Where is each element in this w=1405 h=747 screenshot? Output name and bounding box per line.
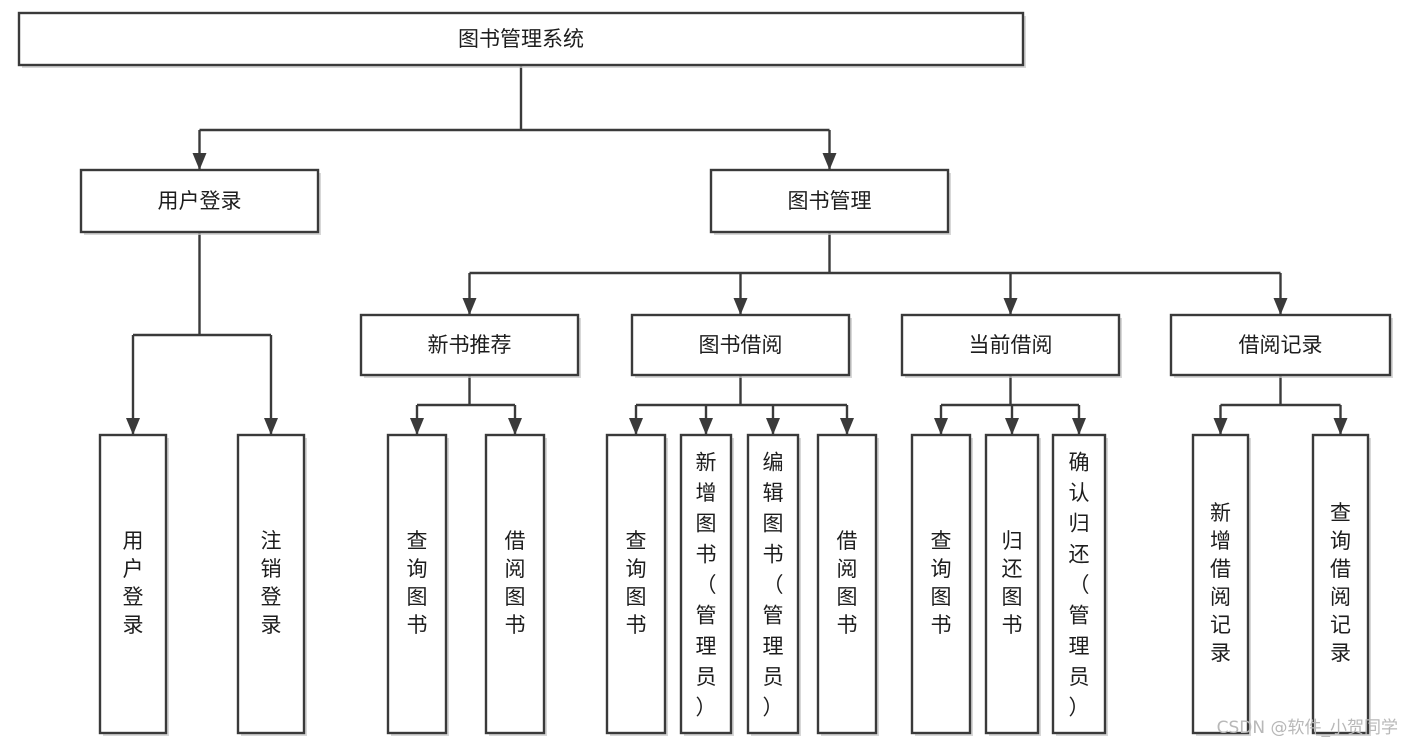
node-查询图书[interactable]: 查询图书	[910, 433, 973, 736]
node-借阅图书[interactable]: 借阅图书	[816, 433, 879, 736]
arrow-head-icon	[766, 418, 780, 435]
arrow-head-icon	[1005, 418, 1019, 435]
arrow-head-icon	[699, 418, 713, 435]
node-label: 借阅图书	[837, 529, 858, 637]
arrow-head-icon	[1213, 418, 1228, 435]
connectors-layer	[126, 65, 1348, 435]
node-新增图书管理员[interactable]: 新增图书（管理员）	[679, 433, 734, 736]
node-label: 确认归还（管理员）	[1069, 450, 1090, 719]
node-当前借阅[interactable]: 当前借阅	[900, 313, 1122, 378]
node-label: 当前借阅	[969, 333, 1053, 357]
arrow-head-icon	[822, 153, 837, 170]
arrow-head-icon	[1273, 298, 1288, 315]
nodes-layer: 图书管理系统用户登录图书管理新书推荐图书借阅当前借阅借阅记录用户登录注销登录查询…	[17, 11, 1393, 736]
node-label: 查询图书	[626, 529, 647, 637]
arrow-head-icon	[733, 298, 748, 315]
node-新书推荐[interactable]: 新书推荐	[359, 313, 581, 378]
node-用户登录[interactable]: 用户登录	[79, 168, 321, 235]
node-查询借阅记录[interactable]: 查询借阅记录	[1311, 433, 1371, 736]
node-图书借阅[interactable]: 图书借阅	[630, 313, 852, 378]
node-确认归还管理员[interactable]: 确认归还（管理员）	[1051, 433, 1108, 736]
node-label: 查询图书	[931, 529, 952, 637]
node-label: 查询图书	[407, 529, 428, 637]
node-label: 新书推荐	[428, 333, 512, 357]
node-查询图书[interactable]: 查询图书	[605, 433, 668, 736]
arrow-head-icon	[192, 153, 207, 170]
arrow-head-icon	[264, 418, 278, 435]
arrow-head-icon	[1072, 418, 1086, 435]
node-label: 图书借阅	[699, 333, 783, 357]
arrow-head-icon	[126, 418, 140, 435]
arrow-head-icon	[1333, 418, 1348, 435]
node-label: 归还图书	[1002, 529, 1023, 637]
node-查询图书[interactable]: 查询图书	[386, 433, 449, 736]
node-label: 注销登录	[261, 529, 282, 637]
node-注销登录[interactable]: 注销登录	[236, 433, 307, 736]
node-label: 查询借阅记录	[1330, 501, 1351, 665]
node-label: 借阅记录	[1239, 333, 1323, 357]
arrow-head-icon	[508, 418, 522, 435]
arrow-head-icon	[410, 418, 424, 435]
arrow-head-icon	[1003, 298, 1018, 315]
node-label: 编辑图书（管理员）	[763, 450, 784, 719]
node-label: 图书管理系统	[458, 27, 584, 51]
node-图书管理系统[interactable]: 图书管理系统	[17, 11, 1026, 68]
node-label: 用户登录	[123, 529, 144, 637]
node-编辑图书管理员[interactable]: 编辑图书（管理员）	[746, 433, 801, 736]
arrow-head-icon	[462, 298, 477, 315]
node-label: 借阅图书	[505, 529, 526, 637]
node-label: 新增借阅记录	[1210, 501, 1231, 665]
node-借阅图书[interactable]: 借阅图书	[484, 433, 547, 736]
arrow-head-icon	[629, 418, 643, 435]
node-label: 新增图书（管理员）	[696, 450, 717, 719]
node-label: 图书管理	[788, 189, 872, 213]
node-用户登录[interactable]: 用户登录	[98, 433, 169, 736]
node-借阅记录[interactable]: 借阅记录	[1169, 313, 1393, 378]
node-归还图书[interactable]: 归还图书	[984, 433, 1041, 736]
arrow-head-icon	[934, 418, 948, 435]
csdn-watermark: CSDN @软件_小贺同学	[1217, 718, 1398, 738]
node-图书管理[interactable]: 图书管理	[709, 168, 951, 235]
node-新增借阅记录[interactable]: 新增借阅记录	[1191, 433, 1251, 736]
node-label: 用户登录	[158, 189, 242, 213]
arrow-head-icon	[840, 418, 854, 435]
